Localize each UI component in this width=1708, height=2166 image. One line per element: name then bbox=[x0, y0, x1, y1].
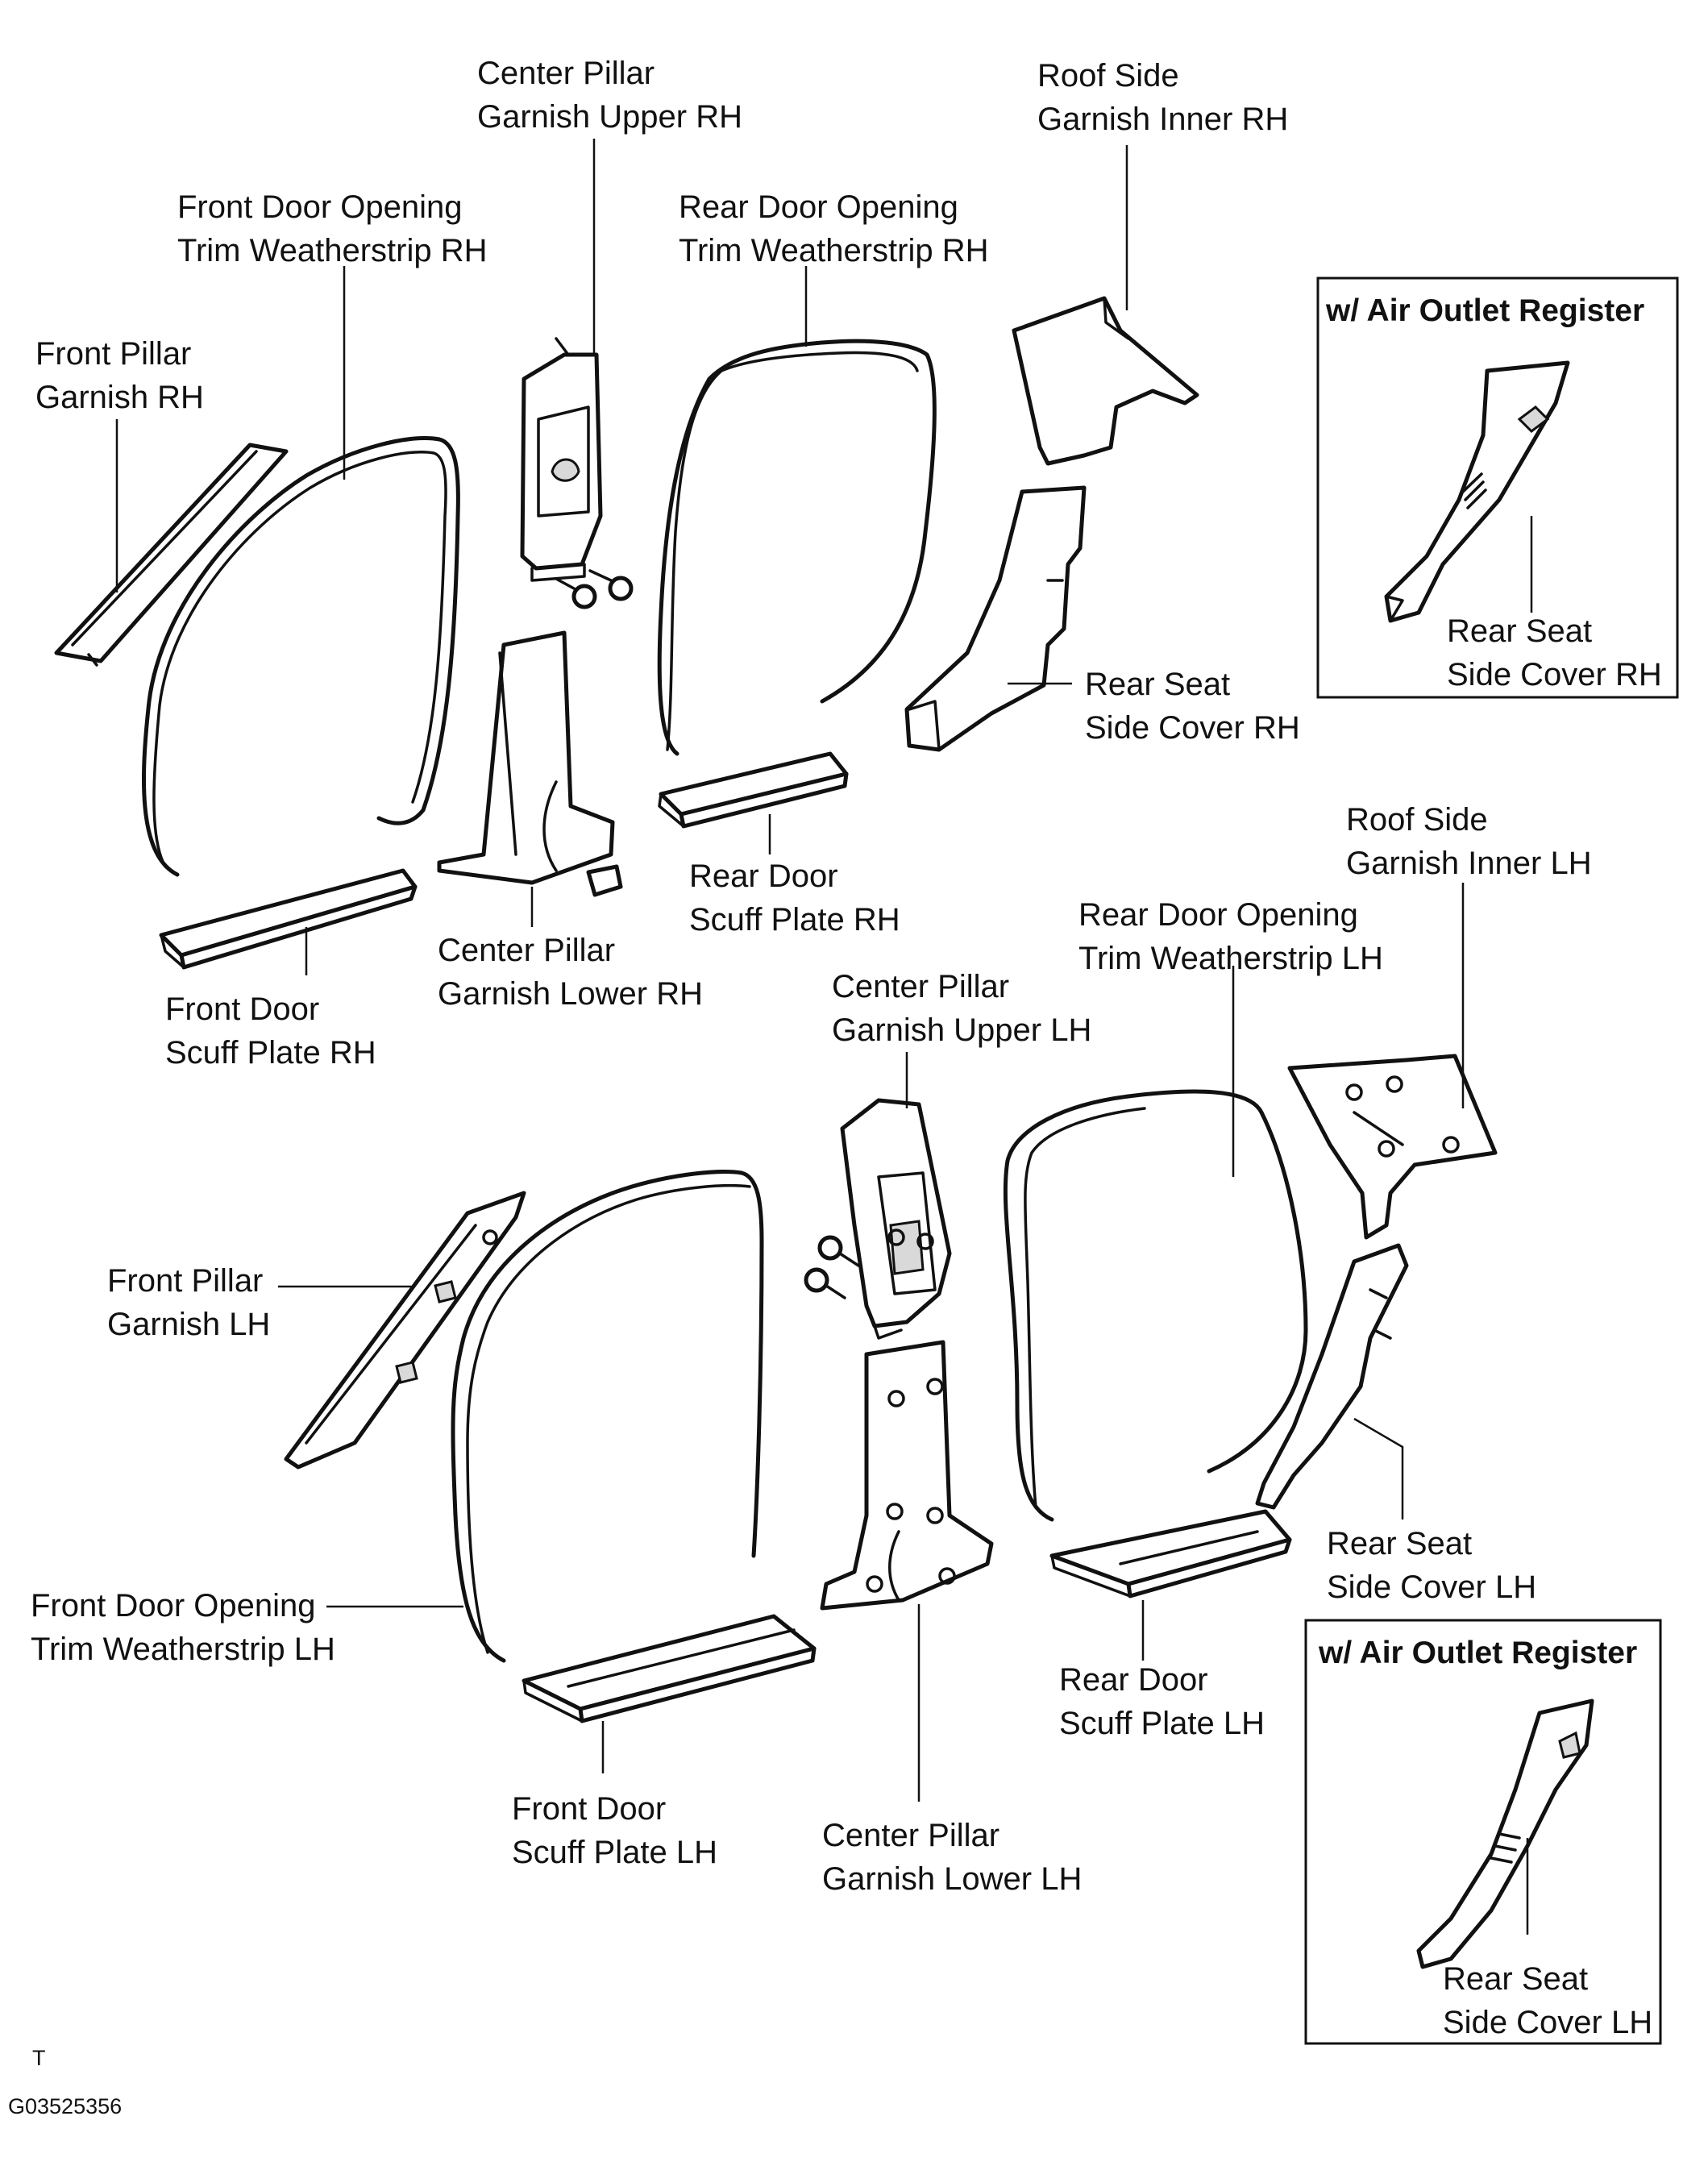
svg-text:Center Pillar: Center Pillar bbox=[832, 969, 1009, 1004]
svg-text:Center Pillar: Center Pillar bbox=[822, 1818, 999, 1853]
svg-text:Front Door: Front Door bbox=[512, 1791, 666, 1827]
svg-text:Scuff Plate RH: Scuff Plate RH bbox=[689, 902, 900, 937]
svg-text:Garnish LH: Garnish LH bbox=[107, 1307, 270, 1342]
svg-text:Rear Seat: Rear Seat bbox=[1085, 667, 1230, 702]
svg-text:Rear Door: Rear Door bbox=[1059, 1662, 1208, 1698]
svg-text:Scuff Plate RH: Scuff Plate RH bbox=[165, 1035, 376, 1071]
svg-text:Center Pillar: Center Pillar bbox=[438, 933, 615, 968]
svg-text:Trim Weatherstrip RH: Trim Weatherstrip RH bbox=[679, 233, 989, 268]
label-front-door-scuff-lh: Front Door Scuff Plate LH bbox=[512, 1791, 717, 1870]
center-pillar-garnish-upper-lh bbox=[840, 1098, 952, 1340]
svg-text:Scuff Plate LH: Scuff Plate LH bbox=[512, 1835, 717, 1870]
front-door-weatherstrip-rh bbox=[141, 435, 460, 877]
label-inset-rear-seat-rh: Rear Seat Side Cover RH bbox=[1447, 613, 1662, 692]
rear-door-scuff-plate-lh bbox=[1049, 1509, 1292, 1599]
svg-text:Rear Seat: Rear Seat bbox=[1327, 1526, 1472, 1561]
rear-door-weatherstrip-lh bbox=[1003, 1089, 1308, 1522]
svg-text:Front Door Opening: Front Door Opening bbox=[31, 1588, 316, 1623]
front-door-weatherstrip-lh bbox=[451, 1170, 764, 1663]
svg-text:Side Cover RH: Side Cover RH bbox=[1447, 657, 1662, 692]
leader-lines bbox=[115, 139, 1533, 1935]
roof-side-garnish-inner-lh bbox=[1287, 1054, 1498, 1240]
svg-text:Trim Weatherstrip LH: Trim Weatherstrip LH bbox=[1078, 941, 1383, 976]
svg-text:Garnish Inner LH: Garnish Inner LH bbox=[1346, 846, 1592, 881]
clip-screws-lh bbox=[804, 1235, 860, 1299]
svg-text:Side Cover LH: Side Cover LH bbox=[1327, 1569, 1536, 1605]
svg-text:Front Pillar: Front Pillar bbox=[107, 1263, 263, 1299]
front-door-scuff-plate-lh bbox=[522, 1614, 817, 1723]
label-center-pillar-upper-rh: Center Pillar Garnish Upper RH bbox=[477, 56, 742, 135]
label-inset-rear-seat-lh: Rear Seat Side Cover LH bbox=[1443, 1961, 1652, 2040]
svg-text:Trim Weatherstrip RH: Trim Weatherstrip RH bbox=[177, 233, 488, 268]
svg-text:Garnish Lower RH: Garnish Lower RH bbox=[438, 976, 703, 1012]
svg-text:Garnish Inner RH: Garnish Inner RH bbox=[1037, 102, 1288, 137]
rear-door-weatherstrip-rh bbox=[657, 339, 937, 756]
svg-text:Garnish Lower LH: Garnish Lower LH bbox=[822, 1861, 1082, 1897]
label-rear-door-ws-lh: Rear Door Opening Trim Weatherstrip LH bbox=[1078, 897, 1383, 976]
svg-text:Rear Door Opening: Rear Door Opening bbox=[1078, 897, 1358, 933]
front-door-scuff-plate-rh bbox=[159, 868, 418, 970]
label-front-door-ws-rh: Front Door Opening Trim Weatherstrip RH bbox=[177, 189, 488, 268]
front-pillar-garnish-rh bbox=[54, 443, 289, 667]
label-front-pillar-rh: Front Pillar Garnish RH bbox=[35, 336, 204, 415]
rear-seat-side-cover-rh bbox=[904, 485, 1087, 752]
inset-air-outlet-lh bbox=[1304, 1619, 1662, 2045]
svg-text:Trim Weatherstrip LH: Trim Weatherstrip LH bbox=[31, 1632, 335, 1667]
svg-text:Rear Door: Rear Door bbox=[689, 859, 838, 894]
label-center-pillar-upper-lh: Center Pillar Garnish Upper LH bbox=[832, 969, 1091, 1048]
inset-title-lh: w/ Air Outlet Register bbox=[1318, 1636, 1637, 1670]
svg-text:Front Pillar: Front Pillar bbox=[35, 336, 191, 372]
label-front-pillar-lh: Front Pillar Garnish LH bbox=[107, 1263, 270, 1342]
svg-text:Rear Seat: Rear Seat bbox=[1447, 613, 1592, 649]
svg-text:Rear Seat: Rear Seat bbox=[1443, 1961, 1588, 1997]
svg-text:Side Cover RH: Side Cover RH bbox=[1085, 710, 1300, 746]
svg-text:Garnish Upper RH: Garnish Upper RH bbox=[477, 99, 742, 135]
rear-seat-side-cover-lh bbox=[1255, 1243, 1409, 1510]
svg-text:Center Pillar: Center Pillar bbox=[477, 56, 655, 91]
label-roof-side-inner-lh: Roof Side Garnish Inner LH bbox=[1346, 802, 1592, 881]
center-pillar-garnish-lower-lh bbox=[820, 1340, 994, 1611]
svg-text:Rear Door Opening: Rear Door Opening bbox=[679, 189, 958, 225]
center-pillar-garnish-lower-rh bbox=[437, 630, 623, 897]
inset-air-outlet-rh bbox=[1316, 276, 1679, 699]
clip-screws-rh bbox=[555, 569, 634, 609]
label-front-door-ws-lh: Front Door Opening Trim Weatherstrip LH bbox=[31, 1588, 335, 1667]
label-rear-seat-cover-rh: Rear Seat Side Cover RH bbox=[1085, 667, 1300, 746]
svg-text:Scuff Plate LH: Scuff Plate LH bbox=[1059, 1706, 1265, 1741]
label-center-pillar-lower-rh: Center Pillar Garnish Lower RH bbox=[438, 933, 703, 1012]
label-front-door-scuff-rh: Front Door Scuff Plate RH bbox=[165, 992, 376, 1071]
label-roof-side-inner-rh: Roof Side Garnish Inner RH bbox=[1037, 58, 1288, 137]
svg-text:Roof Side: Roof Side bbox=[1346, 802, 1488, 838]
svg-text:Side Cover LH: Side Cover LH bbox=[1443, 2005, 1652, 2040]
footer-mark: T bbox=[32, 2046, 46, 2070]
svg-text:Front Door: Front Door bbox=[165, 992, 319, 1027]
svg-text:Front Door Opening: Front Door Opening bbox=[177, 189, 463, 225]
front-pillar-garnish-lh bbox=[284, 1191, 526, 1470]
rear-door-scuff-plate-rh bbox=[658, 751, 849, 829]
label-rear-door-scuff-rh: Rear Door Scuff Plate RH bbox=[689, 859, 900, 937]
inset-title-rh: w/ Air Outlet Register bbox=[1325, 293, 1644, 328]
label-rear-door-ws-rh: Rear Door Opening Trim Weatherstrip RH bbox=[679, 189, 989, 268]
label-rear-seat-cover-lh: Rear Seat Side Cover LH bbox=[1327, 1526, 1536, 1605]
svg-text:Roof Side: Roof Side bbox=[1037, 58, 1179, 94]
svg-text:Garnish Upper LH: Garnish Upper LH bbox=[832, 1012, 1091, 1048]
svg-text:Garnish RH: Garnish RH bbox=[35, 380, 204, 415]
roof-side-garnish-inner-rh bbox=[1012, 296, 1199, 466]
center-pillar-garnish-upper-rh bbox=[520, 337, 603, 582]
label-rear-door-scuff-lh: Rear Door Scuff Plate LH bbox=[1059, 1662, 1265, 1741]
figure-code: G03525356 bbox=[8, 2094, 122, 2118]
label-center-pillar-lower-lh: Center Pillar Garnish Lower LH bbox=[822, 1818, 1082, 1897]
